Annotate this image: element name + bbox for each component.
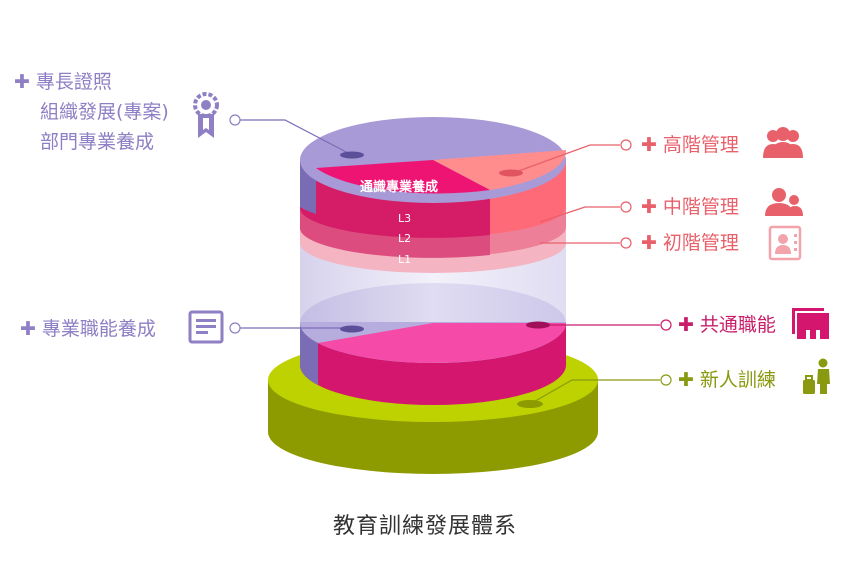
diagram-title: 教育訓練發展體系 [332, 514, 517, 539]
cards-icon [792, 308, 829, 339]
person-luggage-icon [803, 358, 830, 394]
label-middle-management: ✚中階管理 [641, 196, 739, 218]
plus-icon: ✚ [641, 232, 657, 254]
connector-lines [229, 114, 672, 408]
id-card-icon [768, 225, 802, 261]
award-icon [193, 92, 219, 138]
label-common-competency: ✚共通職能 [678, 314, 776, 336]
plus-icon: ✚ [641, 134, 657, 156]
group-icon [763, 127, 803, 158]
label-certification: ✚專長證照 [14, 71, 112, 93]
label-professional-competency: ✚專業職能養成 [20, 318, 156, 340]
label-new-hire-training: ✚新人訓練 [678, 369, 776, 391]
label-department-training: 部門專業養成 [40, 131, 155, 153]
middle-disc [300, 283, 566, 405]
team-icon [765, 188, 803, 216]
label-org-development: 組織發展(專案) [40, 101, 169, 123]
label-junior-management: ✚初階管理 [641, 232, 739, 254]
general-education-label: 通識專業養成 [360, 180, 439, 195]
plus-icon: ✚ [678, 314, 694, 336]
level-l3-label: L3 [398, 212, 412, 225]
label-senior-management: ✚高階管理 [641, 134, 739, 156]
level-l1-label: L1 [398, 253, 412, 266]
plus-icon: ✚ [678, 369, 694, 391]
plus-icon: ✚ [641, 196, 657, 218]
document-icon [188, 310, 224, 344]
top-stack [299, 117, 567, 273]
level-l2-label: L2 [398, 232, 412, 245]
plus-icon: ✚ [20, 318, 36, 340]
plus-icon: ✚ [14, 71, 30, 93]
